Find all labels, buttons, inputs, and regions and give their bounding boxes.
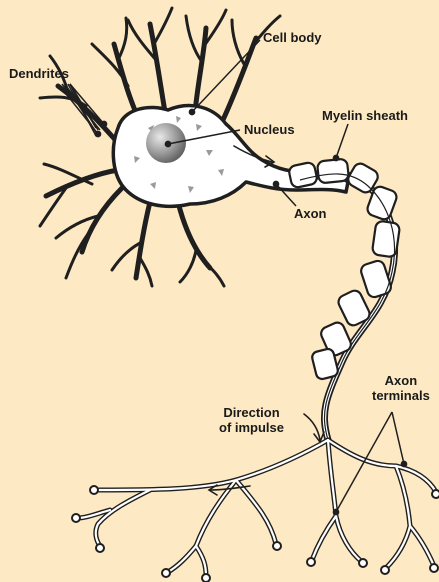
nucleus-label: Nucleus [244, 122, 295, 137]
direction-label-line2: of impulse [219, 420, 284, 435]
axon-label: Axon [294, 206, 327, 221]
axon-terminals [72, 440, 439, 582]
cell-body-label: Cell body [263, 30, 322, 45]
terminals-label-line1: Axon [372, 373, 430, 388]
axon-terminals-label: Axon terminals [372, 373, 430, 403]
direction-label-line1: Direction [219, 405, 284, 420]
cell-body-shape [113, 106, 348, 207]
impulse-arrows [209, 146, 324, 495]
dendrites-label: Dendrites [9, 66, 69, 81]
direction-of-impulse-label: Direction of impulse [219, 405, 284, 435]
terminals-label-line2: terminals [372, 388, 430, 403]
myelin-sheath-label: Myelin sheath [322, 108, 408, 123]
